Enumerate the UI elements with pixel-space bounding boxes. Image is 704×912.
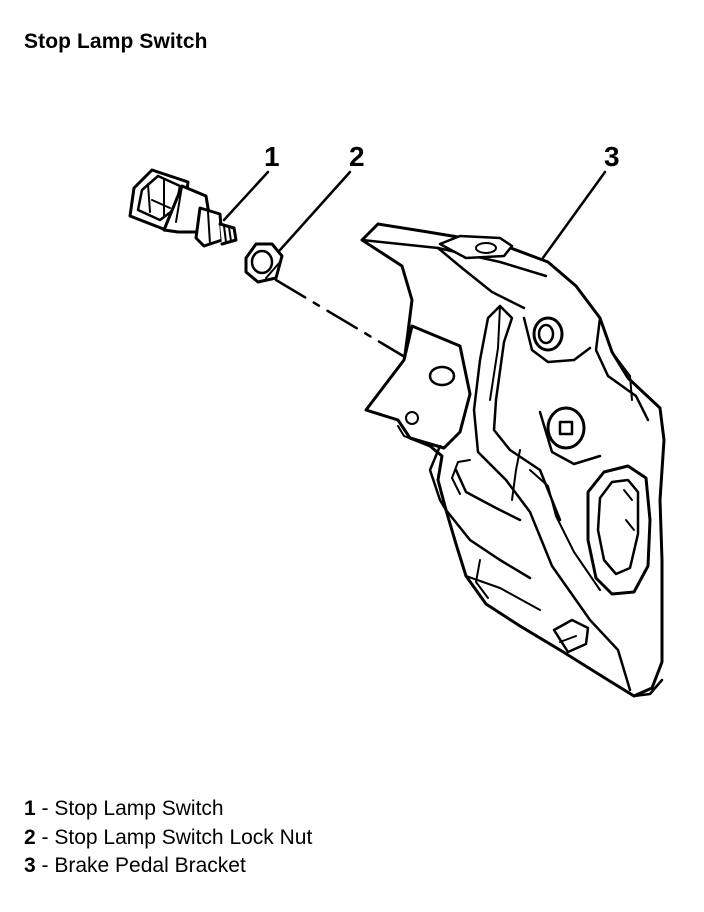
legend-item: 1 - Stop Lamp Switch xyxy=(24,795,312,824)
legend-item: 2 - Stop Lamp Switch Lock Nut xyxy=(24,824,312,853)
legend-label: Brake Pedal Bracket xyxy=(54,854,246,877)
lock-nut-drawing xyxy=(244,242,284,284)
leader-line-2 xyxy=(278,170,352,252)
page-title: Stop Lamp Switch xyxy=(24,30,208,53)
callout-1: 1 xyxy=(264,141,280,172)
legend-number: 3 xyxy=(24,854,36,877)
legend-label: Stop Lamp Switch xyxy=(54,797,224,820)
legend-separator: - xyxy=(35,825,55,849)
brake-pedal-bracket-drawing xyxy=(360,222,666,698)
leader-line-1 xyxy=(222,170,270,222)
legend: 1 - Stop Lamp Switch 2 - Stop Lamp Switc… xyxy=(24,795,312,881)
leader-line-3 xyxy=(538,170,607,264)
callout-2: 2 xyxy=(349,141,365,172)
stop-lamp-switch-drawing xyxy=(128,168,238,248)
legend-number: 2 xyxy=(24,825,36,849)
legend-separator: - xyxy=(35,797,55,820)
callout-3: 3 xyxy=(604,141,620,172)
assembly-axis-line xyxy=(274,278,442,380)
legend-number: 1 xyxy=(24,797,36,820)
legend-label: Stop Lamp Switch Lock Nut xyxy=(54,825,313,849)
legend-separator: - xyxy=(35,854,55,877)
legend-item: 3 - Brake Pedal Bracket xyxy=(24,852,312,881)
exploded-view-diagram: 1 2 3 xyxy=(128,141,666,698)
